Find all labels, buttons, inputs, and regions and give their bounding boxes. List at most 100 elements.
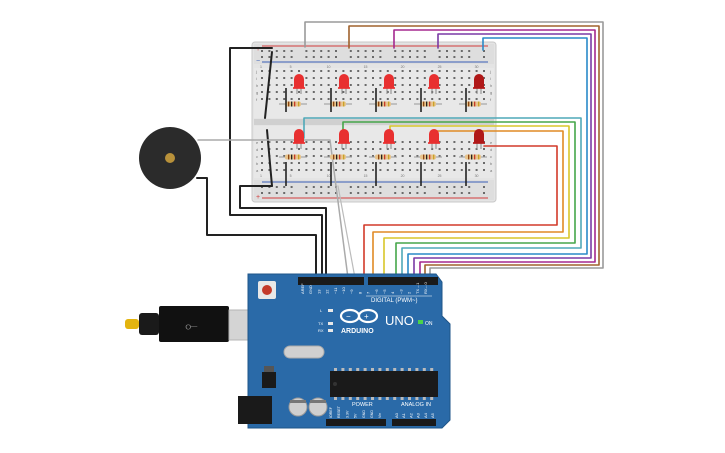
breadboard-hole [275,155,278,157]
led-dome [339,129,349,143]
breadboard-hole [335,84,337,86]
model-text: UNO [385,313,414,328]
led-dome [429,74,439,88]
logo-minus-icon: − [346,312,351,321]
analog-pin-label: A1 [401,412,406,418]
arduino-logo: − + ARDUINO [339,308,379,335]
breadboard-hole [446,169,448,171]
breadboard-hole [335,98,337,100]
breadboard-hole [283,84,286,86]
resistor-band [291,154,293,160]
rail-hole [446,186,448,188]
breadboard-hole [386,162,389,164]
rail-hole [357,56,360,58]
wire-blue [407,37,588,279]
rail-hole [438,50,441,52]
analog-pin-label: A5 [430,412,435,418]
resistor-band [474,101,476,107]
resistor-band [429,154,431,160]
reset-button[interactable] [262,285,272,295]
chip-pin [422,368,426,371]
breadboard-hole [372,70,374,72]
breadboard-hole [386,70,389,72]
breadboard-hole [327,70,330,72]
breadboard-hole [298,98,300,100]
voltage-regulator [262,372,276,388]
breadboard-hole [290,84,293,86]
logo-text: ARDUINO [341,328,374,335]
resistor-band [339,154,341,160]
chip-pin [408,368,411,371]
resistor-band [291,101,293,107]
breadboard-hole [446,155,448,157]
digital-header-right [368,277,438,285]
breadboard-hole [401,84,404,86]
breadboard-hole [335,70,337,72]
rail-hole [453,56,456,58]
chip-pin [341,397,345,400]
breadboard-hole [342,70,345,72]
resistor-band [336,154,338,160]
breadboard-hole [261,98,263,100]
breadboard-hole [401,162,404,164]
breadboard-hole [357,70,360,72]
breadboard-hole [401,155,404,157]
breadboard-hole [275,141,278,143]
breadboard-hole [468,70,471,72]
breadboard-hole [283,70,286,72]
breadboard-hole [283,162,286,164]
digital-pin-label: 2 [407,291,412,294]
rail-hole [290,186,293,188]
breadboard-hole [460,98,463,100]
row-letter-bottom-right: c [490,154,492,159]
rail-hole [483,192,485,194]
row-letter-top: h [256,83,258,88]
power-pin-label: IOREF [329,406,333,418]
breadboard-hole [446,70,448,72]
chip-pin [400,368,404,371]
breadboard-hole [483,148,485,150]
breadboard-hole [357,162,360,164]
breadboard-hole [409,84,411,86]
usb-plug-body [159,306,229,342]
rail-hole [468,56,471,58]
breadboard-hole [446,98,448,100]
wire-yellow [383,125,570,279]
digital-pin-label: GND [308,285,313,294]
breadboard-hole [409,98,411,100]
rail-hole [312,192,315,194]
led-dome [294,74,304,88]
power-pin-label: Vin [378,413,382,418]
rail-hole [423,186,426,188]
rail-hole [261,50,263,52]
digital-pin-label: ~10 [341,286,346,294]
breadboard-hole [261,169,263,171]
breadboard-hole [379,91,382,93]
breadboard-hole [394,77,397,79]
row-letter-bottom: a [256,168,259,173]
rail-hole [379,192,382,194]
analog-pin-label: A0 [394,412,399,418]
resistor-band [433,154,435,160]
breadboard-hole [394,148,397,150]
rail-hole [320,186,323,188]
chip-pin [348,368,352,371]
breadboard-hole [475,162,478,164]
led-rim [383,87,395,89]
breadboard-hole [364,155,367,157]
rail-hole [364,50,367,52]
column-number-top: 30 [475,65,479,69]
digital-pin-label: ~11 [333,287,338,294]
rail-hole [468,186,471,188]
breadboard-hole [261,155,263,157]
breadboard-hole [446,148,448,150]
wire-gray-buzzer [197,139,349,279]
breadboard-hole [409,155,411,157]
resistor-bottom-row [324,154,352,160]
led-dome [429,129,439,143]
breadboard-hole [312,169,315,171]
breadboard-hole [327,91,330,93]
row-letter-top-right: h [490,83,492,88]
on-label: ON [425,321,433,327]
breadboard-hole [327,169,330,171]
